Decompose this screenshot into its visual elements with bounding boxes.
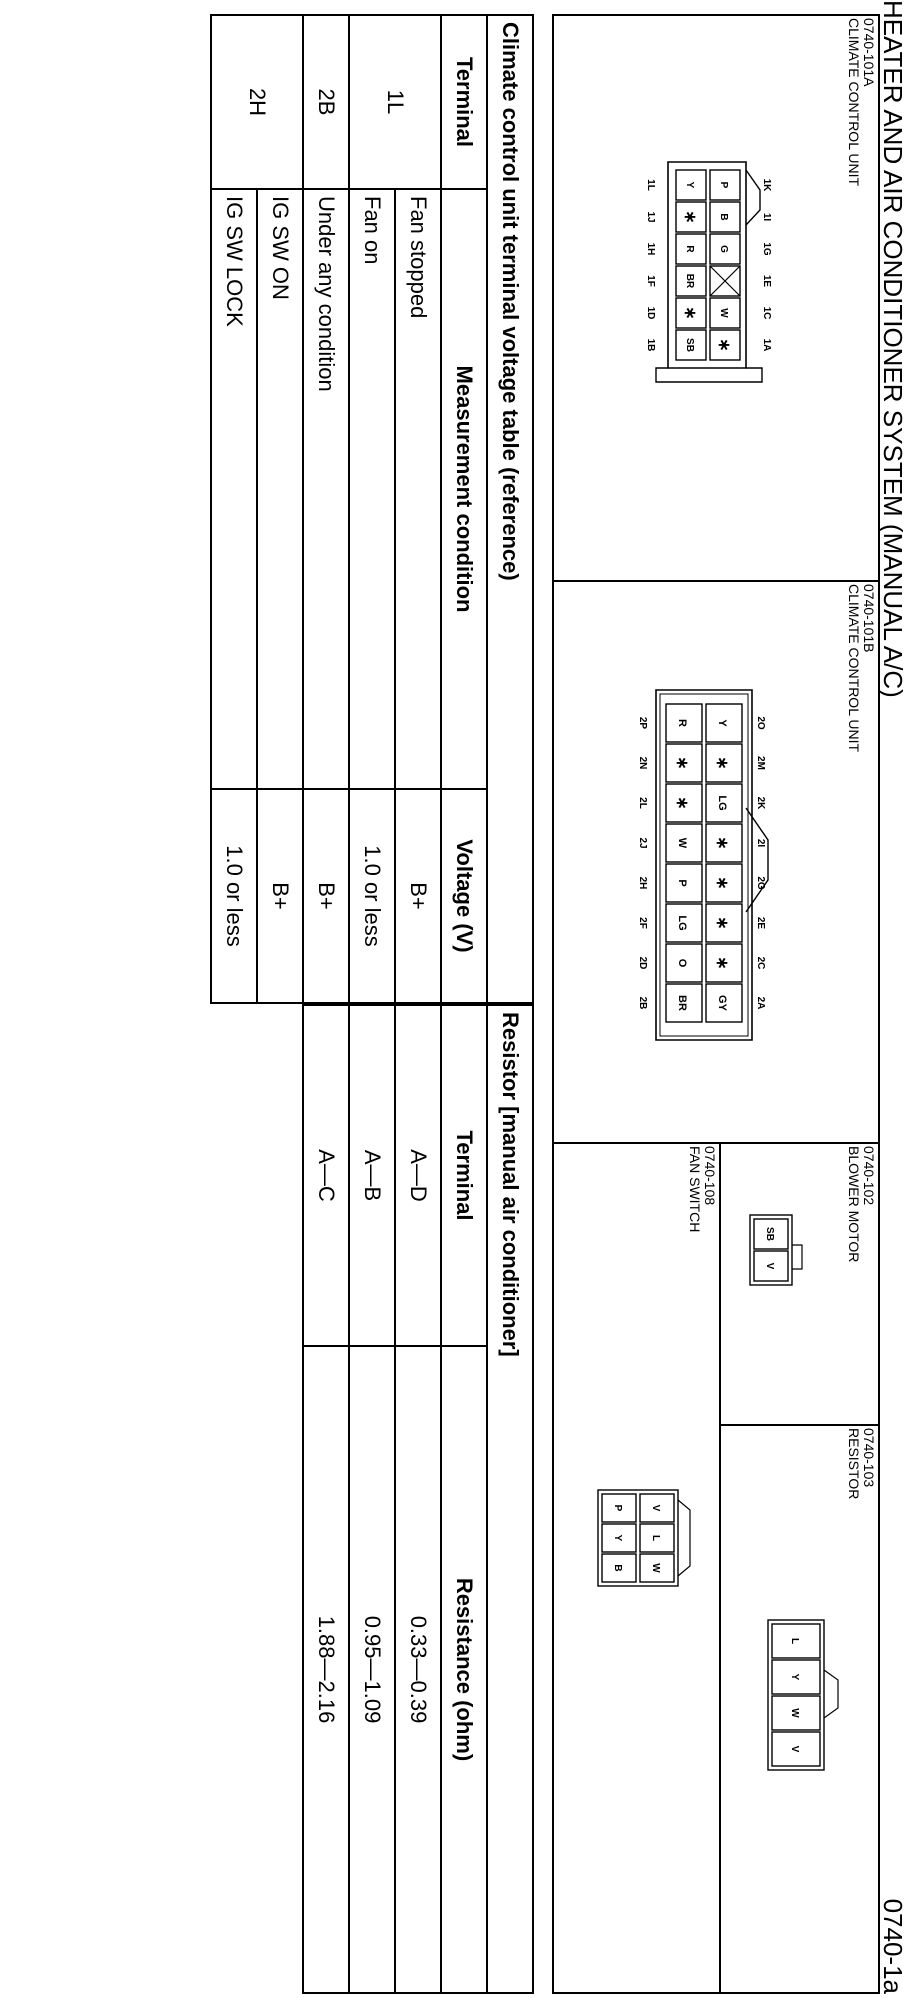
pin-2m: ∗ bbox=[713, 756, 730, 769]
pin-1i: B bbox=[718, 213, 729, 220]
svg-text:2P: 2P bbox=[637, 717, 648, 730]
svg-text:V: V bbox=[764, 1263, 775, 1270]
svg-text:1D: 1D bbox=[645, 307, 656, 320]
svg-text:2C: 2C bbox=[755, 957, 766, 970]
voltage-table-title: Climate control unit terminal voltage ta… bbox=[487, 15, 533, 1003]
svg-text:V: V bbox=[789, 1746, 800, 1753]
svg-text:B: B bbox=[612, 1564, 623, 1571]
svg-text:P: P bbox=[612, 1505, 623, 1512]
connector-101b-label: 0740-101B CLIMATE CONTROL UNIT bbox=[846, 584, 877, 753]
connector-103-label: 0740-103 RESISTOR bbox=[846, 1428, 877, 1500]
svg-text:1E: 1E bbox=[761, 275, 772, 288]
connector-code: 0740-101B bbox=[861, 584, 877, 653]
svg-text:2I: 2I bbox=[755, 839, 766, 848]
pin-1k: P bbox=[718, 182, 729, 189]
svg-text:1G: 1G bbox=[761, 242, 772, 256]
svg-text:V: V bbox=[650, 1505, 661, 1512]
pin-2p: R bbox=[676, 719, 688, 727]
svg-text:2M: 2M bbox=[755, 756, 766, 770]
page-number: 0740-1a bbox=[878, 1898, 908, 1994]
connector-name: CLIMATE CONTROL UNIT bbox=[846, 584, 862, 753]
svg-text:2L: 2L bbox=[637, 797, 648, 809]
pin-1b: SB bbox=[684, 338, 695, 352]
svg-text:2A: 2A bbox=[755, 997, 766, 1010]
svg-text:2F: 2F bbox=[637, 917, 648, 929]
connector-103-diagram: L Y W V bbox=[767, 1619, 839, 1771]
svg-text:2J: 2J bbox=[637, 837, 648, 848]
svg-text:W: W bbox=[650, 1563, 661, 1573]
svg-text:2B: 2B bbox=[637, 997, 648, 1010]
connector-101a-diagram: P B G W ∗ Y ∗ R BR ∗ SB 1K 1I 1G 1E 1C 1… bbox=[645, 161, 772, 383]
connector-102-diagram: SB V bbox=[749, 1214, 803, 1286]
pin-2b: BR bbox=[676, 995, 688, 1011]
connector-101a-label: 0740-101A CLIMATE CONTROL UNIT bbox=[846, 18, 877, 187]
svg-text:Y: Y bbox=[789, 1674, 800, 1681]
connector-101b-diagram: Y ∗ LG ∗ ∗ ∗ ∗ GY R ∗ ∗ W P LG O BR 2O 2… bbox=[637, 689, 769, 1041]
connector-code: 0740-101A bbox=[861, 18, 877, 87]
resistor-table: Resistor [manual air conditioner] Termin… bbox=[302, 1004, 534, 1994]
svg-text:1B: 1B bbox=[645, 339, 656, 352]
svg-text:L: L bbox=[650, 1535, 661, 1541]
pin-2h: P bbox=[676, 879, 688, 886]
svg-text:Y: Y bbox=[612, 1535, 623, 1542]
pin-1j: ∗ bbox=[681, 210, 698, 223]
svg-text:1J: 1J bbox=[645, 211, 656, 222]
connector-108-label: 0740-108 FAN SWITCH bbox=[687, 1146, 718, 1233]
svg-text:L: L bbox=[789, 1638, 800, 1644]
connector-name: CLIMATE CONTROL UNIT bbox=[846, 18, 862, 187]
pin-1a: ∗ bbox=[715, 338, 732, 351]
pin-2j: W bbox=[676, 838, 688, 849]
pin-1l: Y bbox=[684, 182, 695, 189]
pin-2a: GY bbox=[716, 995, 728, 1012]
svg-text:1A: 1A bbox=[761, 339, 772, 352]
pin-1c: W bbox=[718, 308, 729, 318]
pin-2l: ∗ bbox=[673, 796, 690, 809]
svg-text:2O: 2O bbox=[755, 716, 766, 730]
svg-text:2D: 2D bbox=[637, 957, 648, 970]
pin-2c: ∗ bbox=[713, 956, 730, 969]
svg-text:1I: 1I bbox=[761, 213, 772, 222]
pin-1d: ∗ bbox=[681, 306, 698, 319]
pin-2k: LG bbox=[716, 795, 728, 810]
pin-1g: G bbox=[718, 245, 729, 253]
svg-text:1C: 1C bbox=[761, 307, 772, 320]
svg-text:SB: SB bbox=[764, 1227, 775, 1241]
svg-text:W: W bbox=[789, 1708, 800, 1718]
voltage-table: Climate control unit terminal voltage ta… bbox=[210, 14, 534, 1004]
svg-text:1L: 1L bbox=[645, 179, 656, 191]
connector-108-diagram: V L W P Y B bbox=[597, 1489, 691, 1587]
pin-1f: BR bbox=[684, 274, 695, 289]
pin-2o: Y bbox=[716, 719, 728, 727]
pin-2e: ∗ bbox=[713, 916, 730, 929]
connector-102-label: 0740-102 BLOWER MOTOR bbox=[846, 1146, 877, 1263]
connector-101a-cells bbox=[675, 169, 741, 361]
pin-2n: ∗ bbox=[673, 756, 690, 769]
svg-text:1H: 1H bbox=[645, 243, 656, 256]
svg-text:1K: 1K bbox=[761, 179, 772, 193]
svg-text:2K: 2K bbox=[755, 797, 766, 811]
pin-2i: ∗ bbox=[713, 836, 730, 849]
svg-text:2E: 2E bbox=[755, 917, 766, 930]
pin-1h: R bbox=[684, 245, 695, 253]
pin-2d: O bbox=[676, 959, 688, 968]
svg-text:2N: 2N bbox=[637, 757, 648, 770]
svg-text:2G: 2G bbox=[755, 876, 766, 890]
pin-2g: ∗ bbox=[713, 876, 730, 889]
svg-text:2H: 2H bbox=[637, 877, 648, 890]
svg-text:1F: 1F bbox=[645, 275, 656, 287]
pin-2f: LG bbox=[676, 915, 688, 930]
page-title: HEATER AND AIR CONDITIONER SYSTEM (MANUA… bbox=[878, 0, 908, 698]
